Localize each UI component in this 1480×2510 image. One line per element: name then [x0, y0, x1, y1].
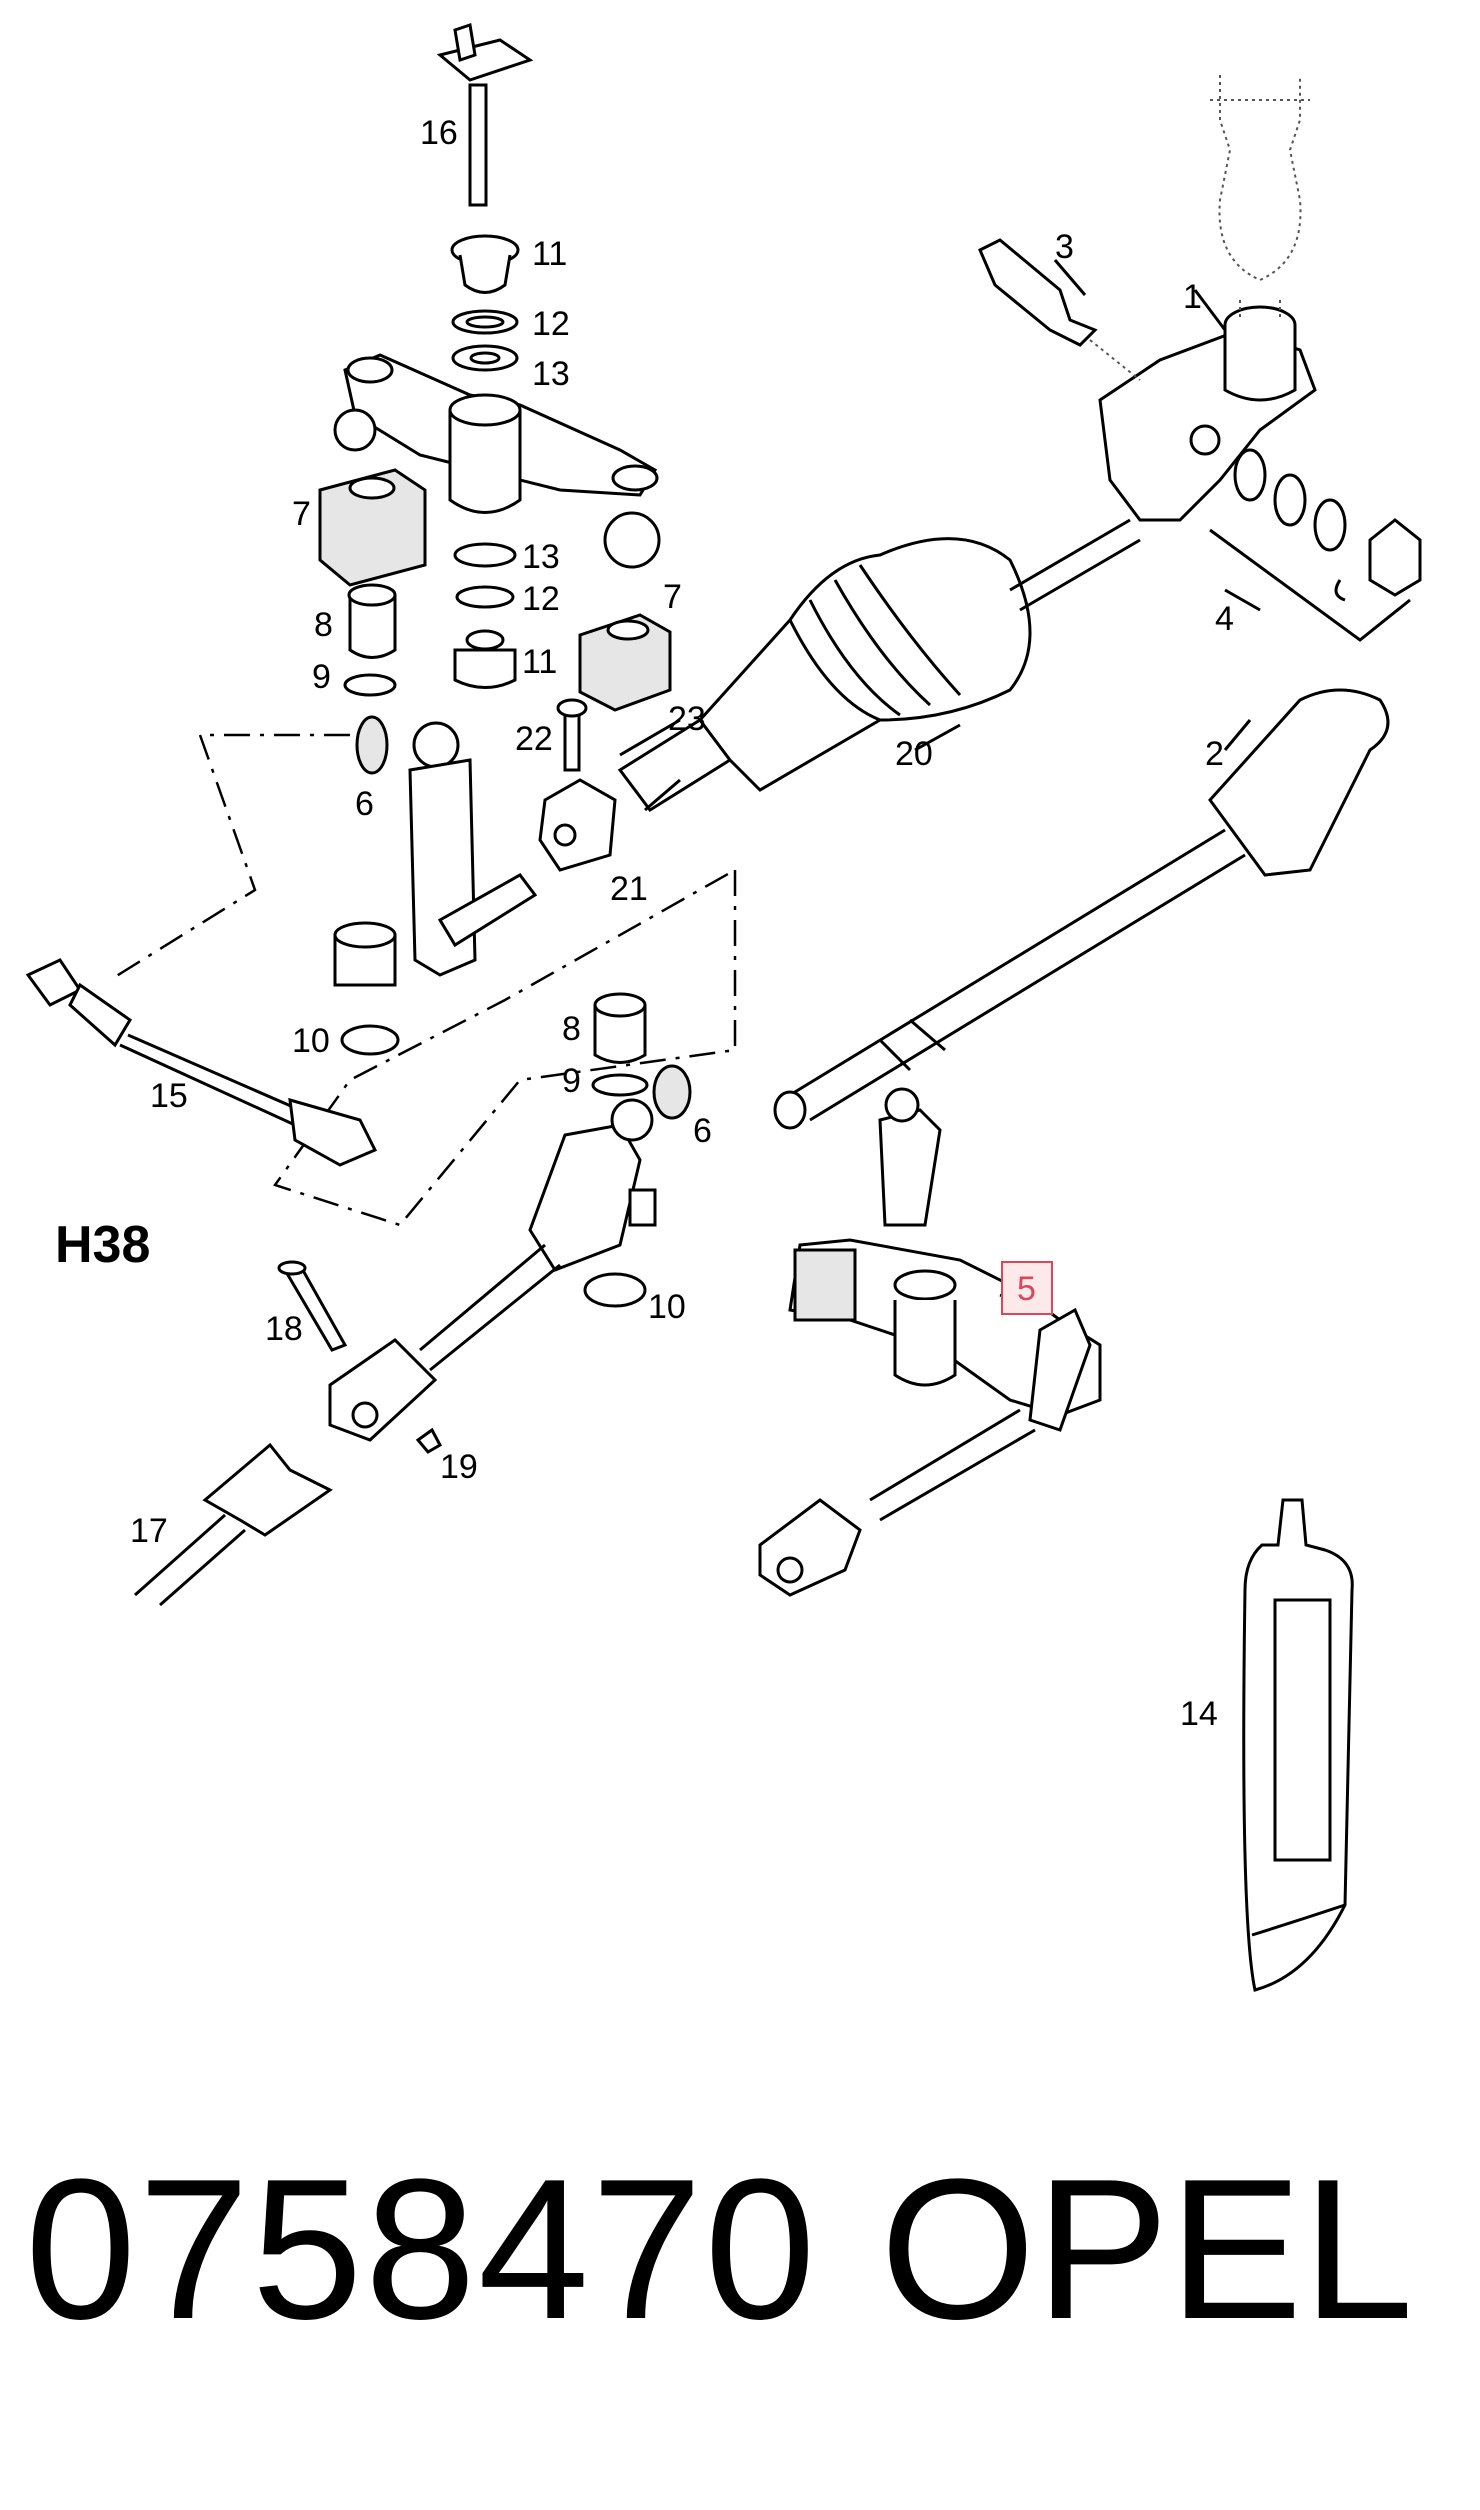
dash-frame	[109, 733, 737, 1227]
callout-11-top: 11	[532, 235, 567, 273]
callout-14: 14	[1180, 1695, 1218, 1733]
part-7-block-left	[318, 468, 427, 587]
callout-6-mid: 6	[693, 1112, 712, 1150]
part-6-gear-left	[355, 715, 389, 775]
lower-lever-left	[328, 1098, 657, 1442]
callout-8-left: 8	[314, 606, 333, 644]
part-2-selector-shaft	[773, 688, 1390, 1130]
part-13-washer-top	[451, 344, 519, 372]
callout-5-highlight[interactable]: 5	[1001, 1261, 1053, 1315]
diagram-code: H38	[55, 1216, 151, 1274]
callout-13-top: 13	[532, 355, 570, 393]
leader-23	[619, 718, 681, 757]
part-9-ring-mid	[591, 1073, 649, 1097]
part-5-lever-assembly	[758, 1087, 1102, 1597]
part-12-washer-top	[451, 309, 519, 335]
part-3-fitting	[978, 238, 1141, 381]
callout-3: 3	[1055, 228, 1074, 266]
part-6-gear-mid	[652, 1064, 692, 1120]
shift-knob-outline	[1210, 75, 1310, 320]
part-21-clamp	[538, 778, 617, 872]
exploded-parts-diagram: 16 11 12 13 7 13 12 11 7 8 9 23 22 6 21 …	[25, 23, 1422, 1992]
callout-10-left: 10	[292, 1022, 330, 1060]
leader-lines	[644, 259, 1261, 1302]
part-20-boot	[617, 537, 1032, 813]
callout-1: 1	[1183, 278, 1202, 316]
callout-11-mid: 11	[522, 643, 557, 681]
part-15-cable	[25, 958, 378, 1167]
callout-9-mid: 9	[562, 1062, 581, 1100]
callout-8-mid: 8	[562, 1010, 581, 1048]
part-22-bolt	[556, 698, 588, 772]
callout-9-left: 9	[312, 658, 331, 696]
part-9-ring-left	[343, 673, 397, 697]
part-4-ring-kit	[1209, 448, 1422, 642]
callout-18: 18	[265, 1310, 303, 1348]
main-shaft	[1009, 518, 1141, 612]
callout-7-left: 7	[292, 495, 311, 533]
callout-7-right: 7	[663, 578, 682, 616]
part-7-block-right	[578, 613, 672, 712]
callout-22: 22	[515, 720, 553, 758]
part-8-bushing-left	[347, 583, 397, 659]
part-11-bushing-mid	[453, 629, 517, 689]
part-16-bolt	[436, 23, 534, 207]
callout-21: 21	[610, 870, 648, 908]
callout-6-left: 6	[355, 785, 374, 823]
callout-16: 16	[420, 114, 458, 152]
callout-12-mid: 12	[522, 580, 560, 618]
part-number: 0758470	[25, 2138, 818, 2361]
part-13-washer-mid	[453, 542, 517, 568]
part-18-pin	[277, 1260, 348, 1352]
part-10-circlip-left	[340, 1024, 400, 1056]
callout-13-mid: 13	[522, 538, 560, 576]
callout-19: 19	[440, 1448, 478, 1486]
callout-4: 4	[1215, 600, 1234, 638]
part-14-grease-tube	[1242, 1498, 1354, 1992]
upper-lever-plate	[333, 353, 661, 569]
part-12-washer-mid	[455, 585, 515, 609]
callout-10-mid: 10	[648, 1288, 686, 1326]
part-8-bushing-mid	[593, 992, 647, 1064]
part-11-bushing-top	[450, 234, 520, 294]
callout-5-label: 5	[1017, 1270, 1036, 1308]
part-1-housing	[1098, 305, 1317, 522]
part-17-fork-rod	[134, 1442, 333, 1607]
callout-12-top: 12	[532, 305, 570, 343]
callout-17: 17	[130, 1512, 168, 1550]
part-19-clip	[415, 1427, 443, 1454]
callout-23: 23	[668, 700, 706, 738]
callout-20: 20	[895, 735, 933, 773]
callout-15: 15	[150, 1077, 188, 1115]
brand-name: OPEL	[880, 2138, 1414, 2361]
part-10-circlip-mid	[583, 1272, 647, 1308]
callout-2: 2	[1205, 735, 1224, 773]
left-selector-lever	[333, 721, 538, 987]
